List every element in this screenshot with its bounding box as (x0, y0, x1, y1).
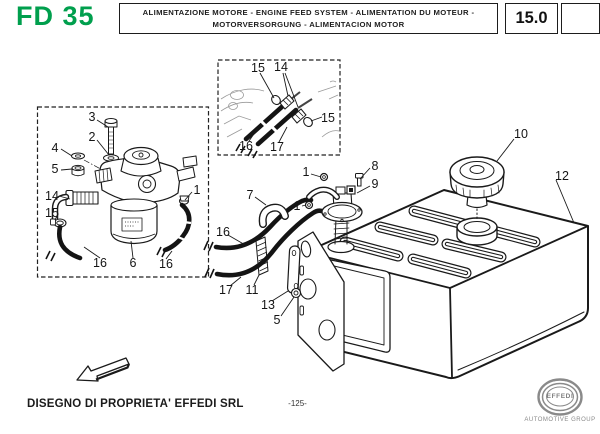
page-number: -125- (288, 399, 307, 408)
hose-detail-drawing (220, 80, 340, 159)
callout-label-7: 7 (246, 187, 254, 202)
callout-label-1: 1 (293, 198, 301, 213)
callout-label-17: 17 (270, 139, 284, 154)
callout-label-13: 13 (261, 297, 275, 312)
callout-label-15: 15 (251, 60, 265, 75)
callout-label-16: 16 (93, 255, 107, 270)
callout-label-10: 10 (514, 126, 528, 141)
callout-label-17: 17 (219, 282, 233, 297)
callout-label-15: 15 (45, 205, 59, 220)
callout-label-2: 2 (88, 129, 96, 144)
inset-borders (36, 59, 341, 278)
callout-label-1: 1 (302, 164, 310, 179)
callout-label-3: 3 (88, 109, 96, 124)
effedi-logo-subtext: AUTOMOTIVE GROUP (524, 417, 596, 423)
property-notice: DISEGNO DI PROPRIETA' EFFEDI SRL (27, 398, 244, 410)
callout-label-14: 14 (45, 188, 59, 203)
title-line-1: ALIMENTAZIONE MOTORE - ENGINE FEED SYSTE… (142, 7, 475, 17)
section-code-box: 15.0 (505, 3, 558, 34)
callout-label-11: 11 (245, 282, 259, 297)
callout-label-15: 15 (321, 110, 335, 125)
callout-label-9: 9 (371, 176, 379, 191)
model-label: FD 35 (16, 1, 95, 31)
fuel-sender-drawing (304, 172, 364, 223)
filter-assembly-drawing (45, 118, 198, 262)
callout-label-16: 16 (216, 224, 230, 239)
callout-label-1: 1 (193, 182, 201, 197)
title-box: ALIMENTAZIONE MOTORE - ENGINE FEED SYSTE… (119, 3, 498, 34)
main-hoses-drawing (203, 197, 327, 279)
tank-bracket-drawing (255, 231, 345, 372)
callout-label-12: 12 (555, 168, 569, 183)
direction-arrow (76, 357, 131, 382)
title-line-2: MOTORVERSORGUNG - ALIMENTACION MOTOR (212, 19, 405, 29)
callout-label-8: 8 (371, 158, 379, 173)
leader-lines (54, 72, 575, 317)
section-code: 15.0 (515, 9, 548, 27)
effedi-logo (537, 378, 583, 416)
callout-label-4: 4 (51, 140, 59, 155)
callout-label-16: 16 (159, 256, 173, 271)
callout-label-14: 14 (274, 59, 288, 74)
fuel-cap-drawing (449, 156, 505, 222)
callout-label-5: 5 (51, 161, 59, 176)
effedi-logo-text: EFFEDI (546, 393, 574, 400)
callout-label-16: 16 (239, 138, 253, 153)
callout-label-6: 6 (129, 255, 137, 270)
fuel-tank-drawing (305, 156, 589, 380)
revision-box (561, 3, 600, 34)
callout-label-5: 5 (273, 312, 281, 327)
